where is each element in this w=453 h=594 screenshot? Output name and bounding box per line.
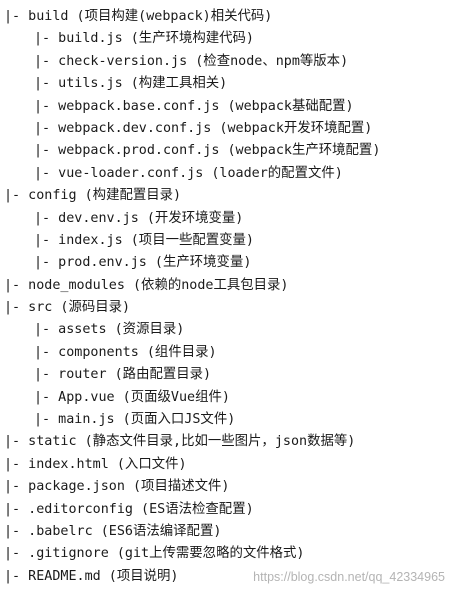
tree-entry-root-level: |- .gitignore (git上传需要忽略的文件格式)	[4, 546, 305, 562]
tree-entry-root-level: |- .babelrc (ES6语法编译配置)	[4, 523, 222, 539]
tree-entry-nested: |- build.js (生产环境构建代码)	[34, 31, 254, 47]
tree-entry-root-level: |- package.json (项目描述文件)	[4, 479, 230, 495]
tree-entry-nested: |- App.vue (页面级Vue组件)	[34, 389, 230, 405]
tree-entry-root-level: |- node_modules (依赖的node工具包目录)	[4, 277, 289, 293]
tree-entry-nested: |- webpack.base.conf.js (webpack基础配置)	[34, 98, 354, 114]
tree-entry-nested: |- dev.env.js (开发环境变量)	[34, 210, 244, 226]
tree-entry-root-level: |- src (源码目录)	[4, 300, 131, 316]
tree-entry-nested: |- webpack.prod.conf.js (webpack生产环境配置)	[34, 143, 381, 159]
tree-entry-root-level: |- .editorconfig (ES语法检查配置)	[4, 501, 254, 517]
tree-entry-nested: |- prod.env.js (生产环境变量)	[34, 255, 252, 271]
tree-entry-root-level: |- build (项目构建(webpack)相关代码)	[4, 9, 273, 24]
tree-entry-nested: |- components (组件目录)	[34, 344, 217, 360]
tree-entry-nested: |- utils.js (构建工具相关)	[34, 76, 228, 92]
watermark-url: https://blog.csdn.net/qq_42334965	[253, 570, 445, 584]
tree-entry-root-level: |- config (构建配置目录)	[4, 188, 182, 204]
tree-entry-nested: |- vue-loader.conf.js (loader的配置文件)	[34, 165, 343, 181]
tree-entry-nested: |- main.js (页面入口JS文件)	[34, 412, 236, 428]
tree-entry-root-level: |- index.html (入口文件)	[4, 456, 187, 472]
tree-entry-nested: |- check-version.js (检查node、npm等版本)	[34, 53, 349, 69]
tree-entry-nested: |- router (路由配置目录)	[34, 367, 212, 383]
tree-entry-nested: |- index.js (项目一些配置变量)	[34, 232, 254, 248]
tree-entry-root-level: |- static (静态文件目录,比如一些图片，json数据等)	[4, 434, 356, 450]
tree-entry-nested: |- webpack.dev.conf.js (webpack开发环境配置)	[34, 120, 373, 136]
tree-entry-root-level: |- README.md (项目说明)	[4, 568, 179, 584]
directory-tree: |- build (项目构建(webpack)相关代码) |- build.js …	[0, 6, 453, 588]
tree-entry-nested: |- assets (资源目录)	[34, 322, 185, 338]
